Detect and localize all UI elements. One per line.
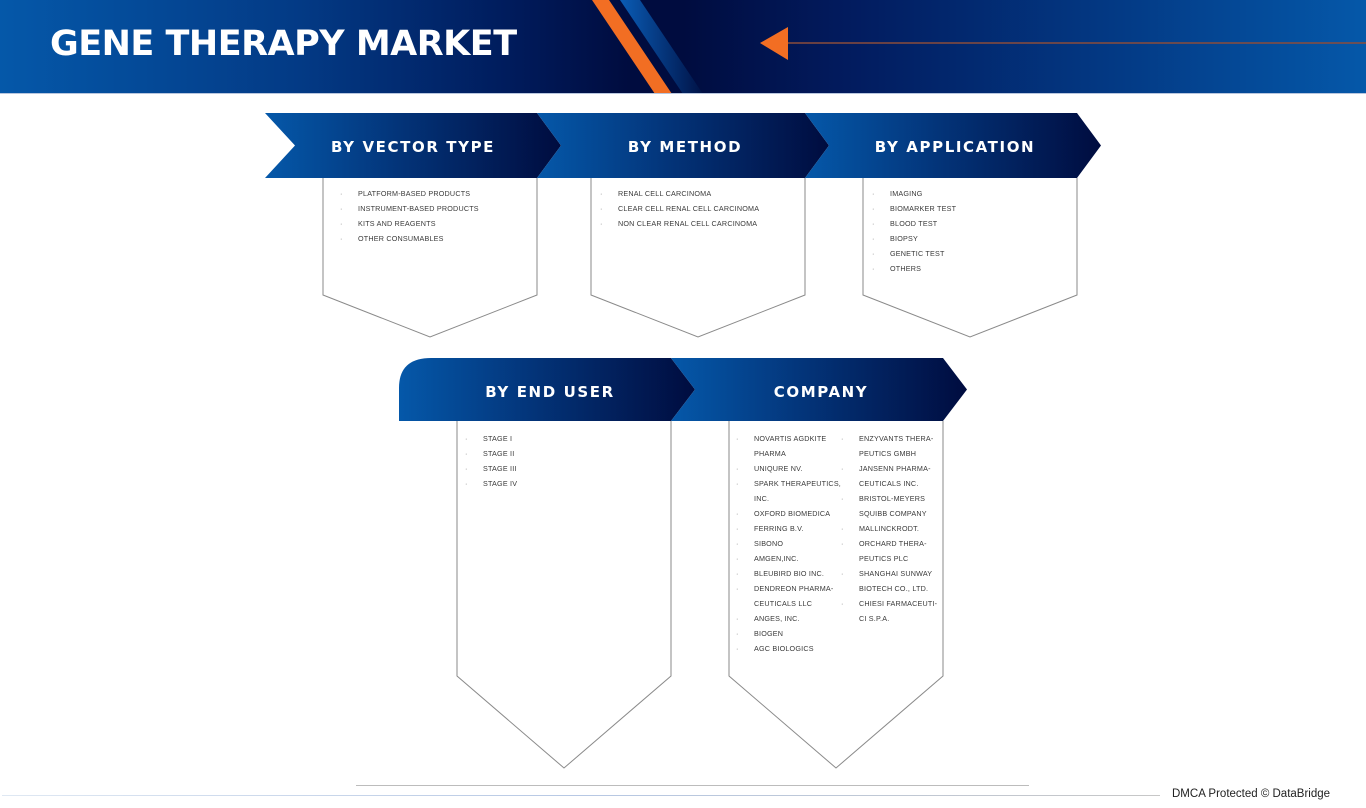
list-item-continuation: CEUTICALS LLC xyxy=(754,599,813,608)
company-title: COMPANY xyxy=(773,383,869,401)
list-item-continuation: INC. xyxy=(754,494,770,503)
list-item: ·RENAL CELL CARCINOMA xyxy=(600,189,712,198)
company-chevron xyxy=(671,358,967,421)
footer-divider-short xyxy=(356,785,1029,786)
list-item-continuation: CEUTICALS INC. xyxy=(859,479,919,488)
header-banner: GENE THERAPY MARKET xyxy=(0,0,1366,94)
end-user-title: BY END USER xyxy=(485,383,615,401)
application-box xyxy=(862,178,1078,338)
list-item: ·KITS AND REAGENTS xyxy=(340,219,436,228)
list-item-continuation: BIOTECH CO., LTD. xyxy=(859,584,929,593)
list-item: ·CHIESI FARMACEUTI- xyxy=(841,599,938,608)
list-item: ·OTHERS xyxy=(872,264,922,273)
vector-type-title: BY VECTOR TYPE xyxy=(330,138,496,156)
list-item: ·UNIQURE NV. xyxy=(736,464,803,473)
footer-divider-long xyxy=(2,795,1160,796)
list-item: ·NOVARTIS AGDKITE xyxy=(736,434,827,443)
arrow-left-icon xyxy=(760,27,788,60)
end-user-chevron xyxy=(399,358,695,421)
list-item-continuation: CI S.P.A. xyxy=(859,614,890,623)
list-item: ·BIOPSY xyxy=(872,234,918,243)
list-item-continuation: PHARMA xyxy=(754,449,786,458)
list-item: ·BLOOD TEST xyxy=(872,219,938,228)
method-chevron xyxy=(537,113,829,178)
list-item: ·STAGE III xyxy=(465,464,517,473)
list-item: ·STAGE IV xyxy=(465,479,518,488)
list-item: ·OTHER CONSUMABLES xyxy=(340,234,444,243)
vector-type-box xyxy=(322,178,538,338)
list-item: ·OXFORD BIOMEDICA xyxy=(736,509,831,518)
application-title: BY APPLICATION xyxy=(874,138,1036,156)
company-list-col1: ·NOVARTIS AGDKITE PHARMA ·UNIQURE NV. ·S… xyxy=(736,431,841,656)
list-item: ·BRISTOL-MEYERS xyxy=(841,494,926,503)
list-item: ·BLEUBIRD BIO INC. xyxy=(736,569,825,578)
list-item: ·NON CLEAR RENAL CELL CARCINOMA xyxy=(600,219,758,228)
company-box xyxy=(728,421,944,769)
banner-divider xyxy=(0,93,1366,94)
vector-type-chevron xyxy=(265,113,561,178)
list-item-continuation: SQUIBB COMPANY xyxy=(859,509,927,518)
list-item: ·ENZYVANTS THERA- xyxy=(841,434,934,443)
application-list: ·IMAGING ·BIOMARKER TEST ·BLOOD TEST ·BI… xyxy=(872,186,956,276)
banner-decoration xyxy=(592,0,1366,94)
list-item: ·GENETIC TEST xyxy=(872,249,945,258)
list-item: ·MALLINCKRODT. xyxy=(841,524,920,533)
list-item: ·BIOMARKER TEST xyxy=(872,204,957,213)
list-item: ·INSTRUMENT-BASED PRODUCTS xyxy=(340,204,479,213)
end-user-box xyxy=(456,421,672,769)
list-item: ·SHANGHAI SUNWAY xyxy=(841,569,933,578)
list-item: ·ANGES, INC. xyxy=(736,614,800,623)
list-item: ·STAGE II xyxy=(465,449,515,458)
list-item: ·AGC BIOLOGICS xyxy=(736,644,814,653)
list-item: ·CLEAR CELL RENAL CELL CARCINOMA xyxy=(600,204,760,213)
list-item: ·BIOGEN xyxy=(736,629,784,638)
list-item: ·PLATFORM-BASED PRODUCTS xyxy=(340,189,471,198)
list-item: ·STAGE I xyxy=(465,434,513,443)
application-chevron xyxy=(805,113,1101,178)
company-list-col2: ·ENZYVANTS THERA- PEUTICS GMBH ·JANSENN … xyxy=(841,431,937,626)
list-item: ·JANSENN PHARMA- xyxy=(841,464,931,473)
orange-stripe xyxy=(592,0,672,94)
list-item-continuation: PEUTICS PLC xyxy=(859,554,909,563)
list-item: ·SPARK THERAPEUTICS, xyxy=(736,479,842,488)
list-item: ·FERRING B.V. xyxy=(736,524,804,533)
list-item: ·IMAGING xyxy=(872,189,923,198)
list-item: ·DENDREON PHARMA- xyxy=(736,584,834,593)
list-item: ·SIBONO xyxy=(736,539,784,548)
method-title: BY METHOD xyxy=(627,138,743,156)
method-box xyxy=(590,178,806,338)
vector-type-list: ·PLATFORM-BASED PRODUCTS ·INSTRUMENT-BAS… xyxy=(340,186,479,246)
method-list: ·RENAL CELL CARCINOMA ·CLEAR CELL RENAL … xyxy=(600,186,759,231)
page-title: GENE THERAPY MARKET xyxy=(50,24,517,64)
footer-copyright: DMCA Protected © DataBridge xyxy=(1172,788,1331,800)
end-user-list: ·STAGE I ·STAGE II ·STAGE III ·STAGE IV xyxy=(465,431,517,491)
blue-stripe xyxy=(620,0,703,94)
list-item: ·ORCHARD THERA- xyxy=(841,539,927,548)
list-item: ·AMGEN,INC. xyxy=(736,554,799,563)
list-item-continuation: PEUTICS GMBH xyxy=(859,449,917,458)
